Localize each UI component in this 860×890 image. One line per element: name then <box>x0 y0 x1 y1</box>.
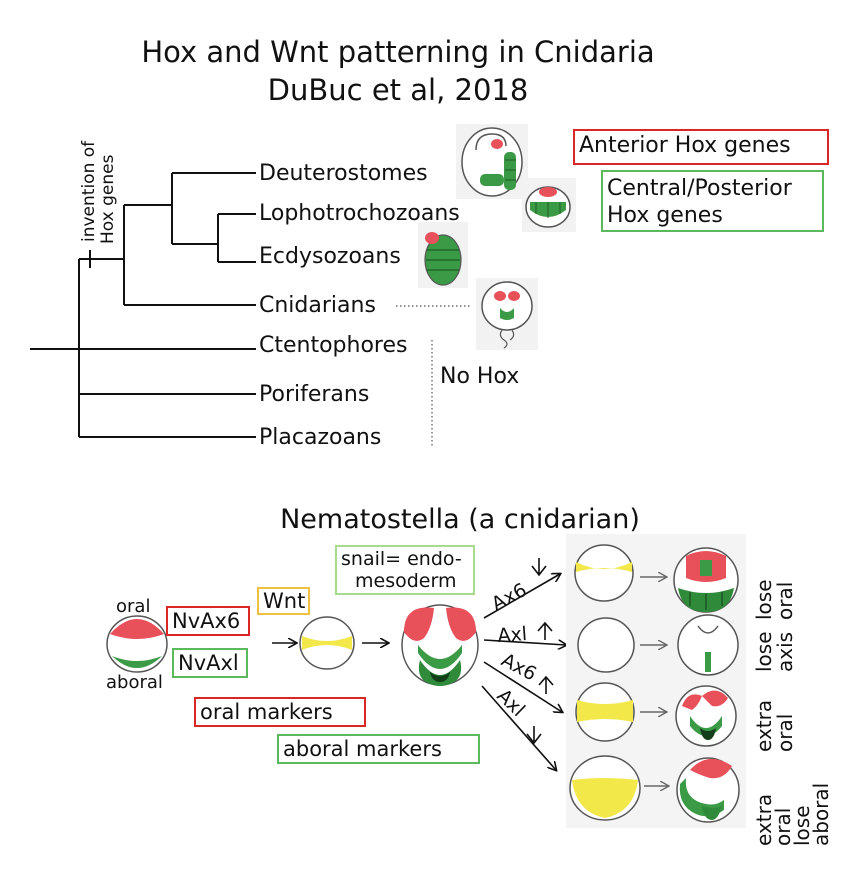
row3-result-embryo <box>675 685 737 747</box>
gastrula-embryo <box>401 604 479 686</box>
row3-early-embryo <box>575 682 635 742</box>
aboral-label: aboral <box>106 672 163 693</box>
aboral-markers-box: aboral markers <box>277 734 480 764</box>
lophotrochozoan-larva-sketch <box>522 178 576 232</box>
down-arrow-icon <box>531 558 547 577</box>
wnt-blastula <box>299 616 355 670</box>
cnidarian-polyp-sketch <box>476 278 538 350</box>
row2-outcome-line1: lose <box>752 631 776 672</box>
row2-result-embryo <box>677 614 739 676</box>
snail-line1: snail= endo- <box>341 548 462 570</box>
arrow-label-ax6-down: Ax6 <box>488 579 530 615</box>
row2-outcome-line2: axis <box>773 632 797 672</box>
taxon-placazoans: Placazoans <box>259 425 381 450</box>
invention-label-line1: invention of <box>79 140 99 242</box>
nvaxl-box: NvAxl <box>172 648 248 678</box>
central-posterior-hox-legend: Central/Posterior Hox genes <box>601 170 824 232</box>
row4-outcome-line4: aboral <box>809 783 833 846</box>
perturbation-arrows <box>481 574 566 770</box>
central-hox-line1: Central/Posterior <box>607 176 792 201</box>
aboral-markers-text: aboral markers <box>283 737 442 761</box>
title-line2: DuBuc et al, 2018 <box>268 73 529 107</box>
anterior-hox-legend: Anterior Hox genes <box>573 129 829 165</box>
nematostella-title: Nematostella (a cnidarian) <box>280 504 640 535</box>
row3-outcome-line2: oral <box>773 714 797 752</box>
row1-early-embryo <box>574 544 634 602</box>
row4-outcome-line3: lose <box>790 805 814 846</box>
arrow-label-ax6-up: Ax6 <box>498 649 540 685</box>
taxon-ctentophores: Ctentophores <box>259 333 407 358</box>
arrow-label-axl-down: Axl <box>493 685 530 721</box>
taxon-poriferans: Poriferans <box>259 382 369 407</box>
row1-result-embryo <box>673 547 739 613</box>
oral-markers-box: oral markers <box>194 697 366 727</box>
row2-early-embryo <box>577 617 635 673</box>
central-hox-line2: Hox genes <box>607 203 723 228</box>
nvax6-box: NvAx6 <box>166 606 250 636</box>
down-arrow-icon <box>526 726 542 745</box>
title-line1: Hox and Wnt patterning in Cnidaria <box>141 35 654 69</box>
ecdysozoan-larva-sketch <box>418 222 468 288</box>
row1-outcome-line1: lose <box>752 579 776 620</box>
row4-early-embryo <box>569 755 641 821</box>
up-arrow-icon <box>537 621 553 640</box>
phylogenetic-tree <box>30 172 256 438</box>
row4-outcome-line2: oral <box>771 808 795 846</box>
taxon-deuterostomes: Deuterostomes <box>259 161 428 186</box>
anterior-hox-text: Anterior Hox genes <box>579 133 791 158</box>
wnt-box: Wnt <box>257 587 310 615</box>
wnt-text: Wnt <box>263 589 306 613</box>
snail-line2: mesoderm <box>355 570 457 592</box>
row4-result-embryo <box>676 757 740 823</box>
taxon-cnidarians: Cnidarians <box>259 293 376 318</box>
oral-markers-text: oral markers <box>200 700 333 724</box>
row1-outcome-line2: oral <box>773 582 797 620</box>
nvaxl-text: NvAxl <box>178 651 239 675</box>
snail-box: snail= endo- mesoderm <box>335 545 475 595</box>
taxa-labels: Deuterostomes Lophotrochozoans Ecdysozoa… <box>259 161 460 450</box>
up-arrow-icon <box>538 675 554 694</box>
nvax6-text: NvAx6 <box>172 609 241 633</box>
row3-outcome-line1: extra <box>752 700 776 752</box>
oral-label: oral <box>116 596 150 617</box>
taxon-lophotrochozoans: Lophotrochozoans <box>259 201 460 226</box>
egg-embryo <box>106 615 168 673</box>
deuterostome-embryo-sketch <box>456 124 528 199</box>
taxon-ecdysozoans: Ecdysozoans <box>259 244 401 269</box>
arrow-label-axl-up: Axl <box>497 623 528 647</box>
no-hox-label: No Hox <box>440 364 519 389</box>
invention-label-line2: Hox genes <box>98 154 118 244</box>
row4-outcome-line1: extra <box>752 794 776 846</box>
